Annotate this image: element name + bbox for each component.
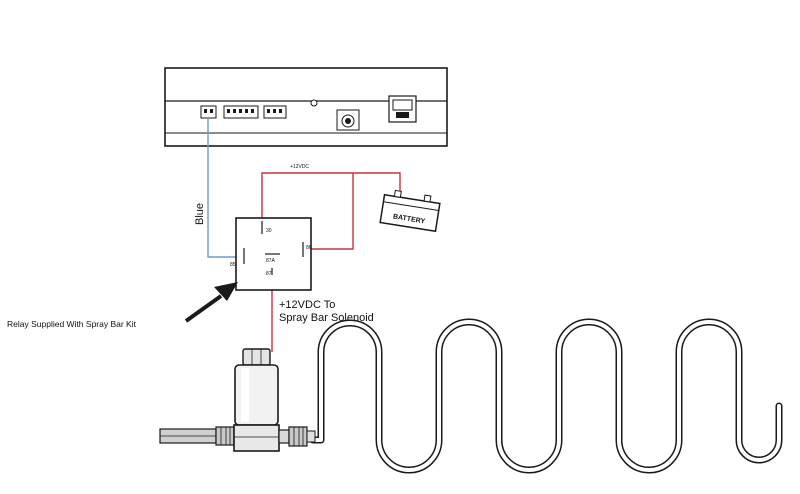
svg-text:86: 86 bbox=[306, 245, 312, 251]
supply-wire-to-pin86 bbox=[303, 173, 354, 250]
relay: 30 85 86 87A 87 bbox=[230, 217, 312, 291]
spray-bar-hose bbox=[309, 318, 783, 474]
output-label-line1: +12VDC To bbox=[279, 299, 335, 311]
solenoid-valve bbox=[233, 348, 280, 452]
connector-2pin bbox=[200, 105, 217, 119]
controller-unit bbox=[164, 67, 448, 147]
inlet-hose bbox=[159, 428, 217, 444]
battery-terminal-positive bbox=[393, 189, 402, 198]
outlet-fitting bbox=[278, 426, 316, 447]
blue-wire bbox=[207, 117, 244, 258]
battery: BATTERY bbox=[379, 189, 441, 233]
callout-arrow bbox=[184, 282, 238, 323]
svg-text:87: 87 bbox=[266, 271, 272, 277]
battery-body bbox=[379, 193, 441, 233]
supply-label: +12VDC bbox=[290, 164, 309, 170]
svg-text:85: 85 bbox=[230, 262, 236, 268]
inlet-fitting bbox=[215, 426, 235, 446]
solenoid-top-nut bbox=[242, 348, 271, 366]
callout-text: Relay Supplied With Spray Bar Kit bbox=[7, 319, 137, 329]
indicator-led bbox=[310, 99, 318, 107]
svg-text:87A: 87A bbox=[266, 258, 276, 264]
solenoid-body bbox=[233, 424, 280, 452]
blue-wire-label: Blue bbox=[194, 203, 206, 225]
battery-terminal-negative bbox=[423, 194, 432, 203]
supply-wire-to-pin30 bbox=[261, 172, 401, 227]
svg-text:30: 30 bbox=[266, 228, 272, 234]
